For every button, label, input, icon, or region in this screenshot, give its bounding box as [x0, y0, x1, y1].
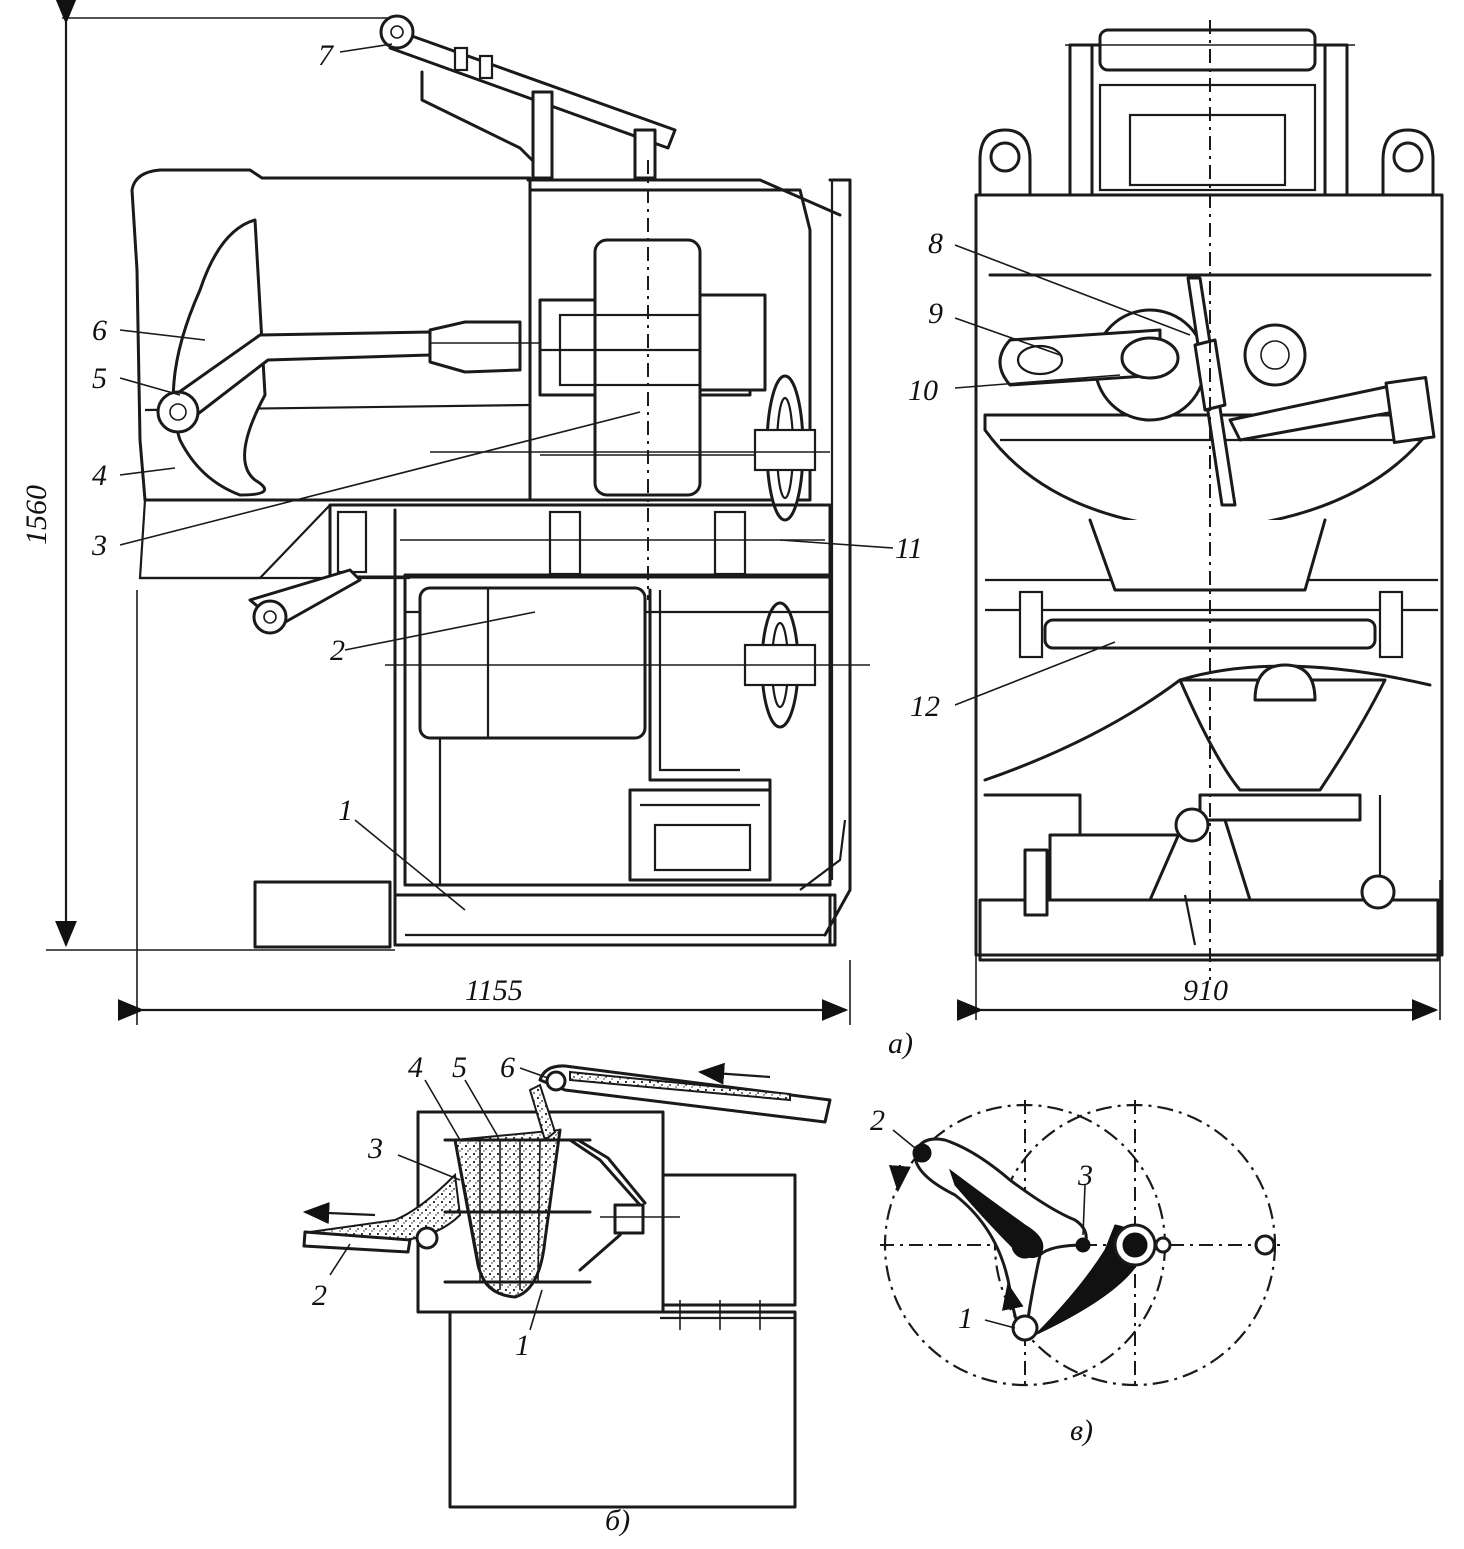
- kneading-lever: [156, 218, 560, 497]
- view-a-side-elevation: 8 9 10 12 910: [908, 20, 1444, 1021]
- side-bowl: [983, 413, 1432, 592]
- callout-10: 10: [908, 374, 938, 407]
- callout-8: 8: [928, 227, 943, 260]
- reducer: [628, 588, 772, 882]
- lifting-eye-right: [1381, 128, 1435, 197]
- b-callout-1: 1: [515, 1329, 530, 1362]
- crank-levers: [998, 276, 1436, 507]
- feed-roller: [545, 1070, 567, 1092]
- point-2: [912, 1143, 932, 1163]
- leaders-view-a: [119, 43, 894, 911]
- outlet-chute: [302, 1230, 412, 1254]
- width-dimension-value: 1155: [465, 974, 523, 1007]
- side-width-dimension-value: 910: [1183, 974, 1228, 1007]
- bowl-pivot: [248, 568, 362, 635]
- drive-housing: [526, 178, 842, 502]
- electric-motor: [385, 586, 870, 885]
- b-callout-5: 5: [452, 1051, 467, 1084]
- callout-7: 7: [318, 39, 335, 72]
- kneading-lever-link: [913, 1137, 1088, 1342]
- callout-4: 4: [92, 459, 107, 492]
- callout-9: 9: [928, 297, 943, 330]
- height-dimension-value: 1560: [20, 485, 53, 545]
- callout-11: 11: [895, 532, 923, 565]
- c-callout-2: 2: [870, 1104, 885, 1137]
- pivot-3: [1075, 1237, 1091, 1253]
- b-callout-6: 6: [500, 1051, 515, 1084]
- b-callout-3: 3: [367, 1132, 383, 1165]
- callout-3: 3: [91, 529, 107, 562]
- c-callout-3: 3: [1077, 1159, 1093, 1192]
- outer-frame: [799, 178, 852, 937]
- point-1: [1011, 1314, 1039, 1342]
- side-lower-section: [983, 590, 1432, 946]
- callout-2: 2: [330, 634, 345, 667]
- height-dimension: [46, 0, 400, 951]
- leaders-side: [954, 244, 1191, 706]
- width-dimension: [117, 590, 851, 1025]
- lid-lever: [379, 14, 677, 180]
- callout-12: 12: [910, 690, 940, 723]
- callout-6: 6: [92, 314, 107, 347]
- view-b-schematic: 3 4 5 6 2 1: [302, 1051, 832, 1509]
- caption-c: в): [1070, 1414, 1093, 1447]
- lifting-eye-left: [978, 128, 1032, 197]
- outlet-arrow: [302, 1202, 376, 1225]
- caption-a: а): [888, 1027, 913, 1060]
- feed-arrow: [697, 1062, 771, 1085]
- b-callout-2: 2: [312, 1279, 327, 1312]
- view-a-front-elevation: 7 6 5 4 3 2 1 11 1560 1155: [20, 0, 923, 1025]
- view-c-kinematic-scheme: 2 1 3: [870, 1100, 1280, 1390]
- upper-pulley: [430, 374, 830, 522]
- middle-girder: [328, 503, 832, 579]
- c-callout-1: 1: [958, 1302, 973, 1335]
- b-callout-4: 4: [408, 1051, 423, 1084]
- callout-1: 1: [338, 794, 353, 827]
- caption-b: б): [605, 1504, 630, 1537]
- callout-5: 5: [92, 362, 107, 395]
